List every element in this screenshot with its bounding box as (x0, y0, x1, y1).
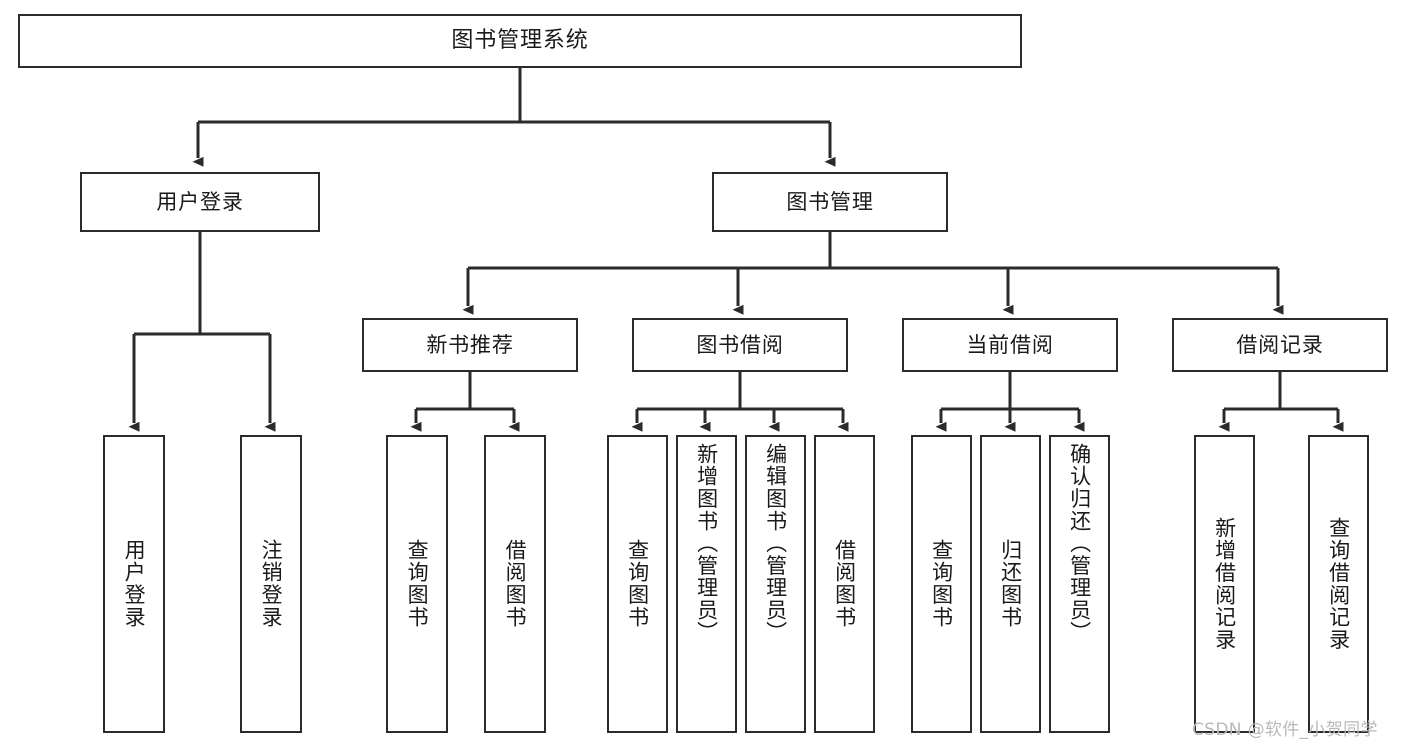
leaf-return-book[interactable]: 归还图书 (980, 435, 1041, 733)
node-label: 查询图书 (625, 539, 650, 629)
node-label: 借阅图书 (503, 539, 528, 629)
node-label: 编辑图书（管理员） (763, 443, 788, 644)
node-label: 查询图书 (929, 539, 954, 629)
node-label: 用户登录 (122, 539, 147, 629)
node-label: 用户登录 (156, 189, 244, 214)
watermark-text: CSDN @软件_小贺同学 (1192, 720, 1378, 740)
node-label: 确认归还（管理员） (1067, 443, 1092, 644)
leaf-borrow-book[interactable]: 借阅图书 (814, 435, 875, 733)
node-label: 图书管理系统 (451, 28, 589, 54)
node-label: 图书借阅 (696, 332, 784, 357)
node-book-management[interactable]: 图书管理 (712, 172, 948, 232)
leaf-edit-book-admin[interactable]: 编辑图书（管理员） (745, 435, 806, 733)
leaf-add-borrow-record[interactable]: 新增借阅记录 (1194, 435, 1255, 733)
node-label: 注销登录 (259, 539, 284, 629)
node-label: 新增借阅记录 (1212, 517, 1237, 651)
leaf-logout[interactable]: 注销登录 (240, 435, 302, 733)
leaf-query-borrow-record[interactable]: 查询借阅记录 (1308, 435, 1369, 733)
leaf-query-books-recommend[interactable]: 查询图书 (386, 435, 448, 733)
node-label: 查询借阅记录 (1326, 517, 1351, 651)
node-label: 借阅记录 (1236, 332, 1324, 357)
node-label: 归还图书 (998, 539, 1023, 629)
node-label: 图书管理 (786, 189, 874, 214)
leaf-query-books-current[interactable]: 查询图书 (911, 435, 972, 733)
node-label: 查询图书 (405, 539, 430, 629)
node-user-login[interactable]: 用户登录 (80, 172, 320, 232)
leaf-confirm-return-admin[interactable]: 确认归还（管理员） (1049, 435, 1110, 733)
node-label: 借阅图书 (832, 539, 857, 629)
leaf-query-books-borrow[interactable]: 查询图书 (607, 435, 668, 733)
node-label: 当前借阅 (966, 332, 1054, 357)
node-label: 新增图书（管理员） (694, 443, 719, 644)
node-current-borrow[interactable]: 当前借阅 (902, 318, 1118, 372)
leaf-user-login[interactable]: 用户登录 (103, 435, 165, 733)
node-label: 新书推荐 (426, 332, 514, 357)
node-new-book-recommend[interactable]: 新书推荐 (362, 318, 578, 372)
leaf-add-book-admin[interactable]: 新增图书（管理员） (676, 435, 737, 733)
node-root-book-management-system[interactable]: 图书管理系统 (18, 14, 1022, 68)
leaf-borrow-books-recommend[interactable]: 借阅图书 (484, 435, 546, 733)
node-book-borrow[interactable]: 图书借阅 (632, 318, 848, 372)
node-borrow-record[interactable]: 借阅记录 (1172, 318, 1388, 372)
